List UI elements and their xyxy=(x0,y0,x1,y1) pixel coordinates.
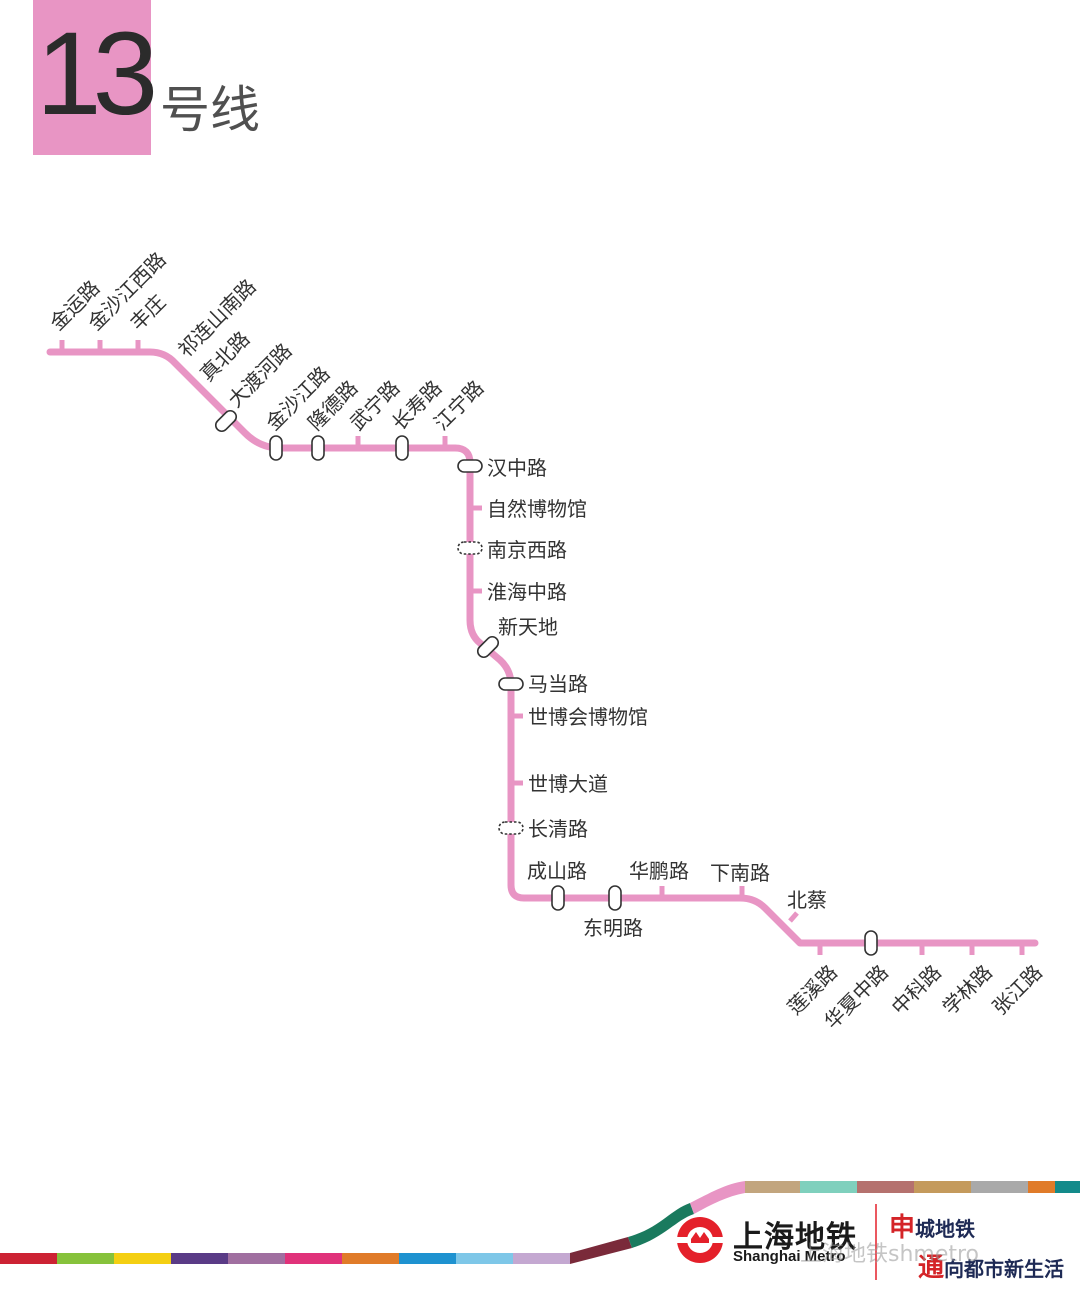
station-label: 华鹏路 xyxy=(629,859,689,883)
route-line xyxy=(46,348,1039,947)
brand-name-cn: 上海地铁 xyxy=(733,1220,857,1255)
slogan-text: 向都市新生活 xyxy=(944,1257,1065,1281)
transfer-icon xyxy=(864,930,878,956)
station-label: 南京西路 xyxy=(487,538,567,562)
station-label: 东明路 xyxy=(583,916,643,940)
slogan-text: 城地铁 xyxy=(915,1217,976,1241)
station-label: 汉中路 xyxy=(487,456,547,480)
brand-name-en: Shanghai Metro xyxy=(733,1248,846,1265)
transfer-icon xyxy=(608,885,622,911)
station-label: 世博大道 xyxy=(528,772,608,796)
station-label: 马当路 xyxy=(528,672,588,696)
watermark-text: 上海地铁shmetro xyxy=(800,1242,980,1267)
station-label: 下南路 xyxy=(710,861,770,885)
slogan-line-2: 通向都市新生活 xyxy=(918,1247,1064,1284)
transfer-icon xyxy=(269,435,283,461)
shanghai-metro-logo-icon xyxy=(674,1217,726,1263)
station-label: 自然博物馆 xyxy=(487,497,587,521)
transfer-icon xyxy=(551,885,565,911)
slogan-accent: 通 xyxy=(918,1253,945,1283)
line-title-suffix: 号线 xyxy=(160,81,260,139)
transfer-icon xyxy=(457,459,483,473)
station-label: 淮海中路 xyxy=(487,580,567,604)
transfer-icon xyxy=(498,677,524,691)
station-label: 世博会博物馆 xyxy=(528,705,648,729)
transfer-icon xyxy=(498,821,524,835)
footer-stripe xyxy=(0,1181,1080,1264)
station-label: 成山路 xyxy=(527,859,587,883)
slogan-accent: 申 xyxy=(889,1213,916,1243)
transfer-icon xyxy=(311,435,325,461)
transfer-icon xyxy=(457,541,483,555)
transfer-markers xyxy=(214,409,878,956)
station-label: 北蔡 xyxy=(787,888,827,912)
line-number: 13 xyxy=(36,8,158,140)
transfer-icon xyxy=(214,409,238,433)
line-number-badge xyxy=(33,0,151,155)
transfer-icon xyxy=(476,635,500,659)
slogan-line-1: 申城地铁 xyxy=(889,1207,975,1244)
station-ticks xyxy=(59,340,1025,955)
transfer-icon xyxy=(395,435,409,461)
station-label: 长清路 xyxy=(528,817,588,841)
station-label: 新天地 xyxy=(498,615,558,639)
